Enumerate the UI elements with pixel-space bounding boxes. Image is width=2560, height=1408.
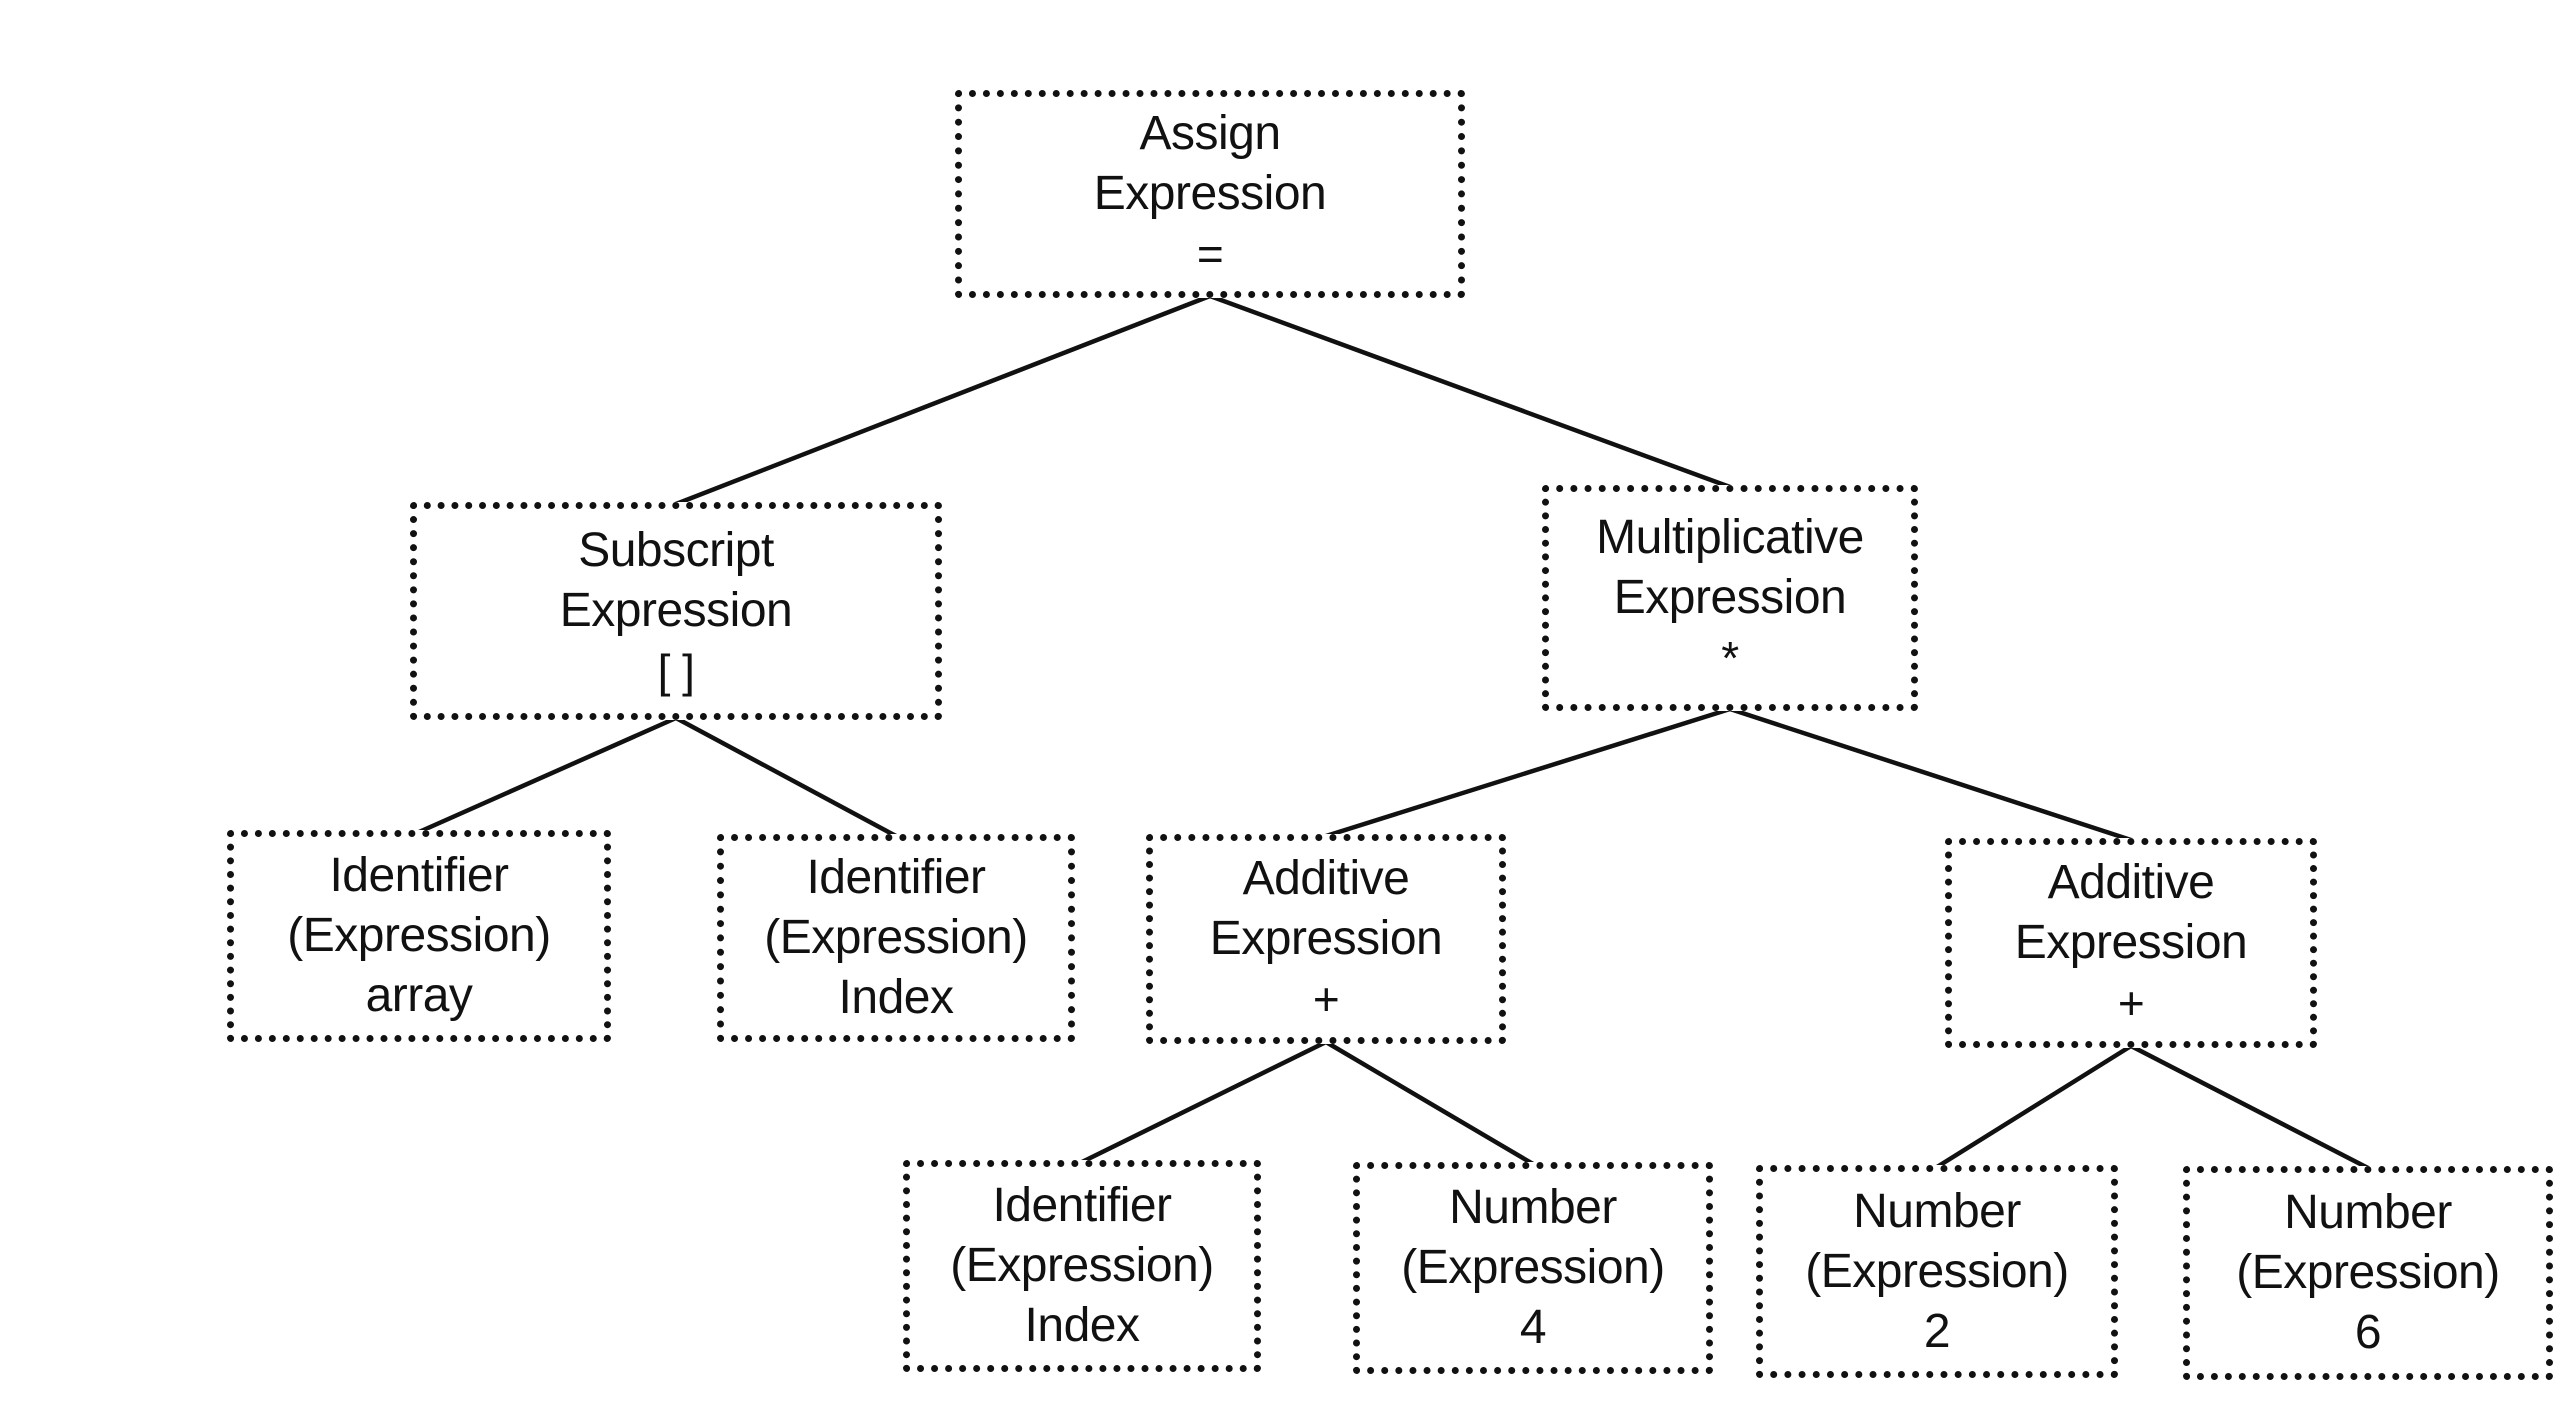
- node-label-line-2: (Expression): [1805, 1244, 2069, 1298]
- edge-assign-to-multiplicative: [1207, 293, 1733, 490]
- node-subscript-expression: Subscript Expression [ ]: [410, 502, 942, 720]
- node-label-line-1: Additive: [1242, 852, 1410, 905]
- node-label-line-2: (Expression): [950, 1239, 1214, 1292]
- node-number-2: Number (Expression) 2: [1756, 1165, 2118, 1378]
- node-operator: +: [1312, 973, 1340, 1025]
- edge-subscript-to-ident-array: [416, 715, 679, 835]
- edge-additive-right-to-number-2: [1934, 1043, 2134, 1170]
- edge-multiplicative-to-additive-right: [1727, 706, 2134, 843]
- node-label-line-1: Subscript: [578, 524, 774, 577]
- node-label-line-1: Number: [1853, 1184, 2021, 1238]
- node-additive-expression-left: Additive Expression +: [1146, 834, 1506, 1044]
- node-operator: =: [1196, 228, 1224, 280]
- node-label-line-3: 2: [1923, 1304, 1951, 1358]
- node-label-line-3: Index: [838, 971, 954, 1024]
- node-identifier-array: Identifier (Expression) array: [227, 830, 611, 1042]
- node-additive-expression-right: Additive Expression +: [1945, 838, 2317, 1048]
- node-operator: *: [1721, 632, 1739, 684]
- edge-additive-left-to-number-4: [1323, 1039, 1536, 1167]
- node-label-line-2: Expression: [1209, 912, 1443, 965]
- edge-subscript-to-ident-index-1: [673, 715, 899, 839]
- node-label-line-2: Expression: [559, 584, 793, 637]
- node-label-line-3: Index: [1024, 1299, 1140, 1352]
- node-label-line-2: (Expression): [287, 909, 551, 962]
- edge-additive-right-to-number-6: [2128, 1043, 2371, 1171]
- node-label-line-2: (Expression): [1401, 1241, 1665, 1294]
- node-label-line-2: (Expression): [2236, 1246, 2500, 1299]
- node-label-line-3: 4: [1519, 1301, 1547, 1354]
- node-label-line-1: Assign: [1139, 107, 1281, 160]
- node-label-line-1: Identifier: [329, 849, 509, 902]
- node-label-line-3: array: [365, 969, 473, 1022]
- edge-additive-left-to-ident-index-2: [1079, 1039, 1329, 1165]
- node-label-line-1: Multiplicative: [1596, 511, 1864, 564]
- node-label-line-1: Number: [2284, 1186, 2452, 1239]
- node-operator: +: [2117, 977, 2145, 1029]
- node-label-line-2: (Expression): [764, 911, 1028, 964]
- node-number-4: Number (Expression) 4: [1353, 1162, 1713, 1374]
- node-label-line-2: Expression: [1093, 167, 1327, 220]
- node-identifier-index: Identifier (Expression) Index: [717, 834, 1075, 1042]
- node-label-line-1: Identifier: [992, 1179, 1172, 1232]
- edge-multiplicative-to-additive-left: [1323, 706, 1733, 839]
- node-assign-expression: Assign Expression =: [955, 90, 1465, 298]
- node-label-line-1: Additive: [2047, 856, 2215, 909]
- edge-assign-to-subscript: [673, 293, 1213, 507]
- node-operator: [ ]: [657, 645, 695, 697]
- node-label-line-2: Expression: [1613, 571, 1847, 624]
- node-number-6: Number (Expression) 6: [2183, 1166, 2553, 1380]
- node-label-line-2: Expression: [2014, 916, 2248, 969]
- node-label-line-1: Number: [1449, 1181, 1617, 1234]
- node-label-line-3: 6: [2354, 1306, 2382, 1359]
- node-identifier-index: Identifier (Expression) Index: [903, 1160, 1261, 1372]
- node-multiplicative-expression: Multiplicative Expression *: [1542, 485, 1918, 711]
- node-label-line-1: Identifier: [806, 851, 986, 904]
